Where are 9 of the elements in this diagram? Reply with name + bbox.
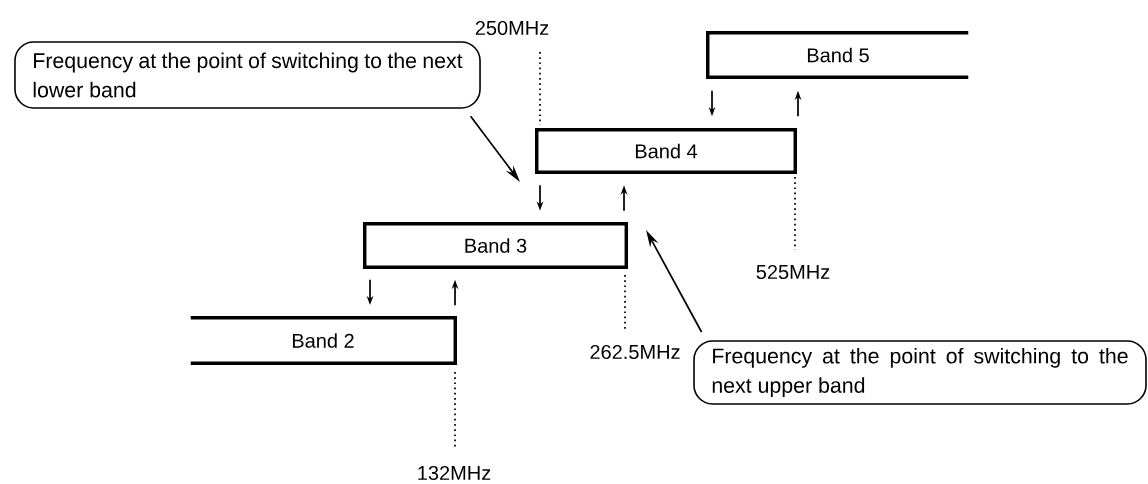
band-box: Band 2: [190, 315, 457, 366]
band-box: Band 4: [535, 128, 797, 174]
frequency-label: 132MHz: [418, 465, 491, 481]
frequency-label: 525MHz: [756, 264, 830, 280]
callout-box: Frequency at the point of switching to the next upper band: [693, 340, 1147, 405]
band-box: Band 5: [706, 31, 969, 79]
band-box: Band 3: [362, 222, 629, 269]
frequency-label: 250MHz: [475, 20, 549, 36]
callout-box: Frequency at the point of switching to the next lower band: [14, 41, 481, 109]
